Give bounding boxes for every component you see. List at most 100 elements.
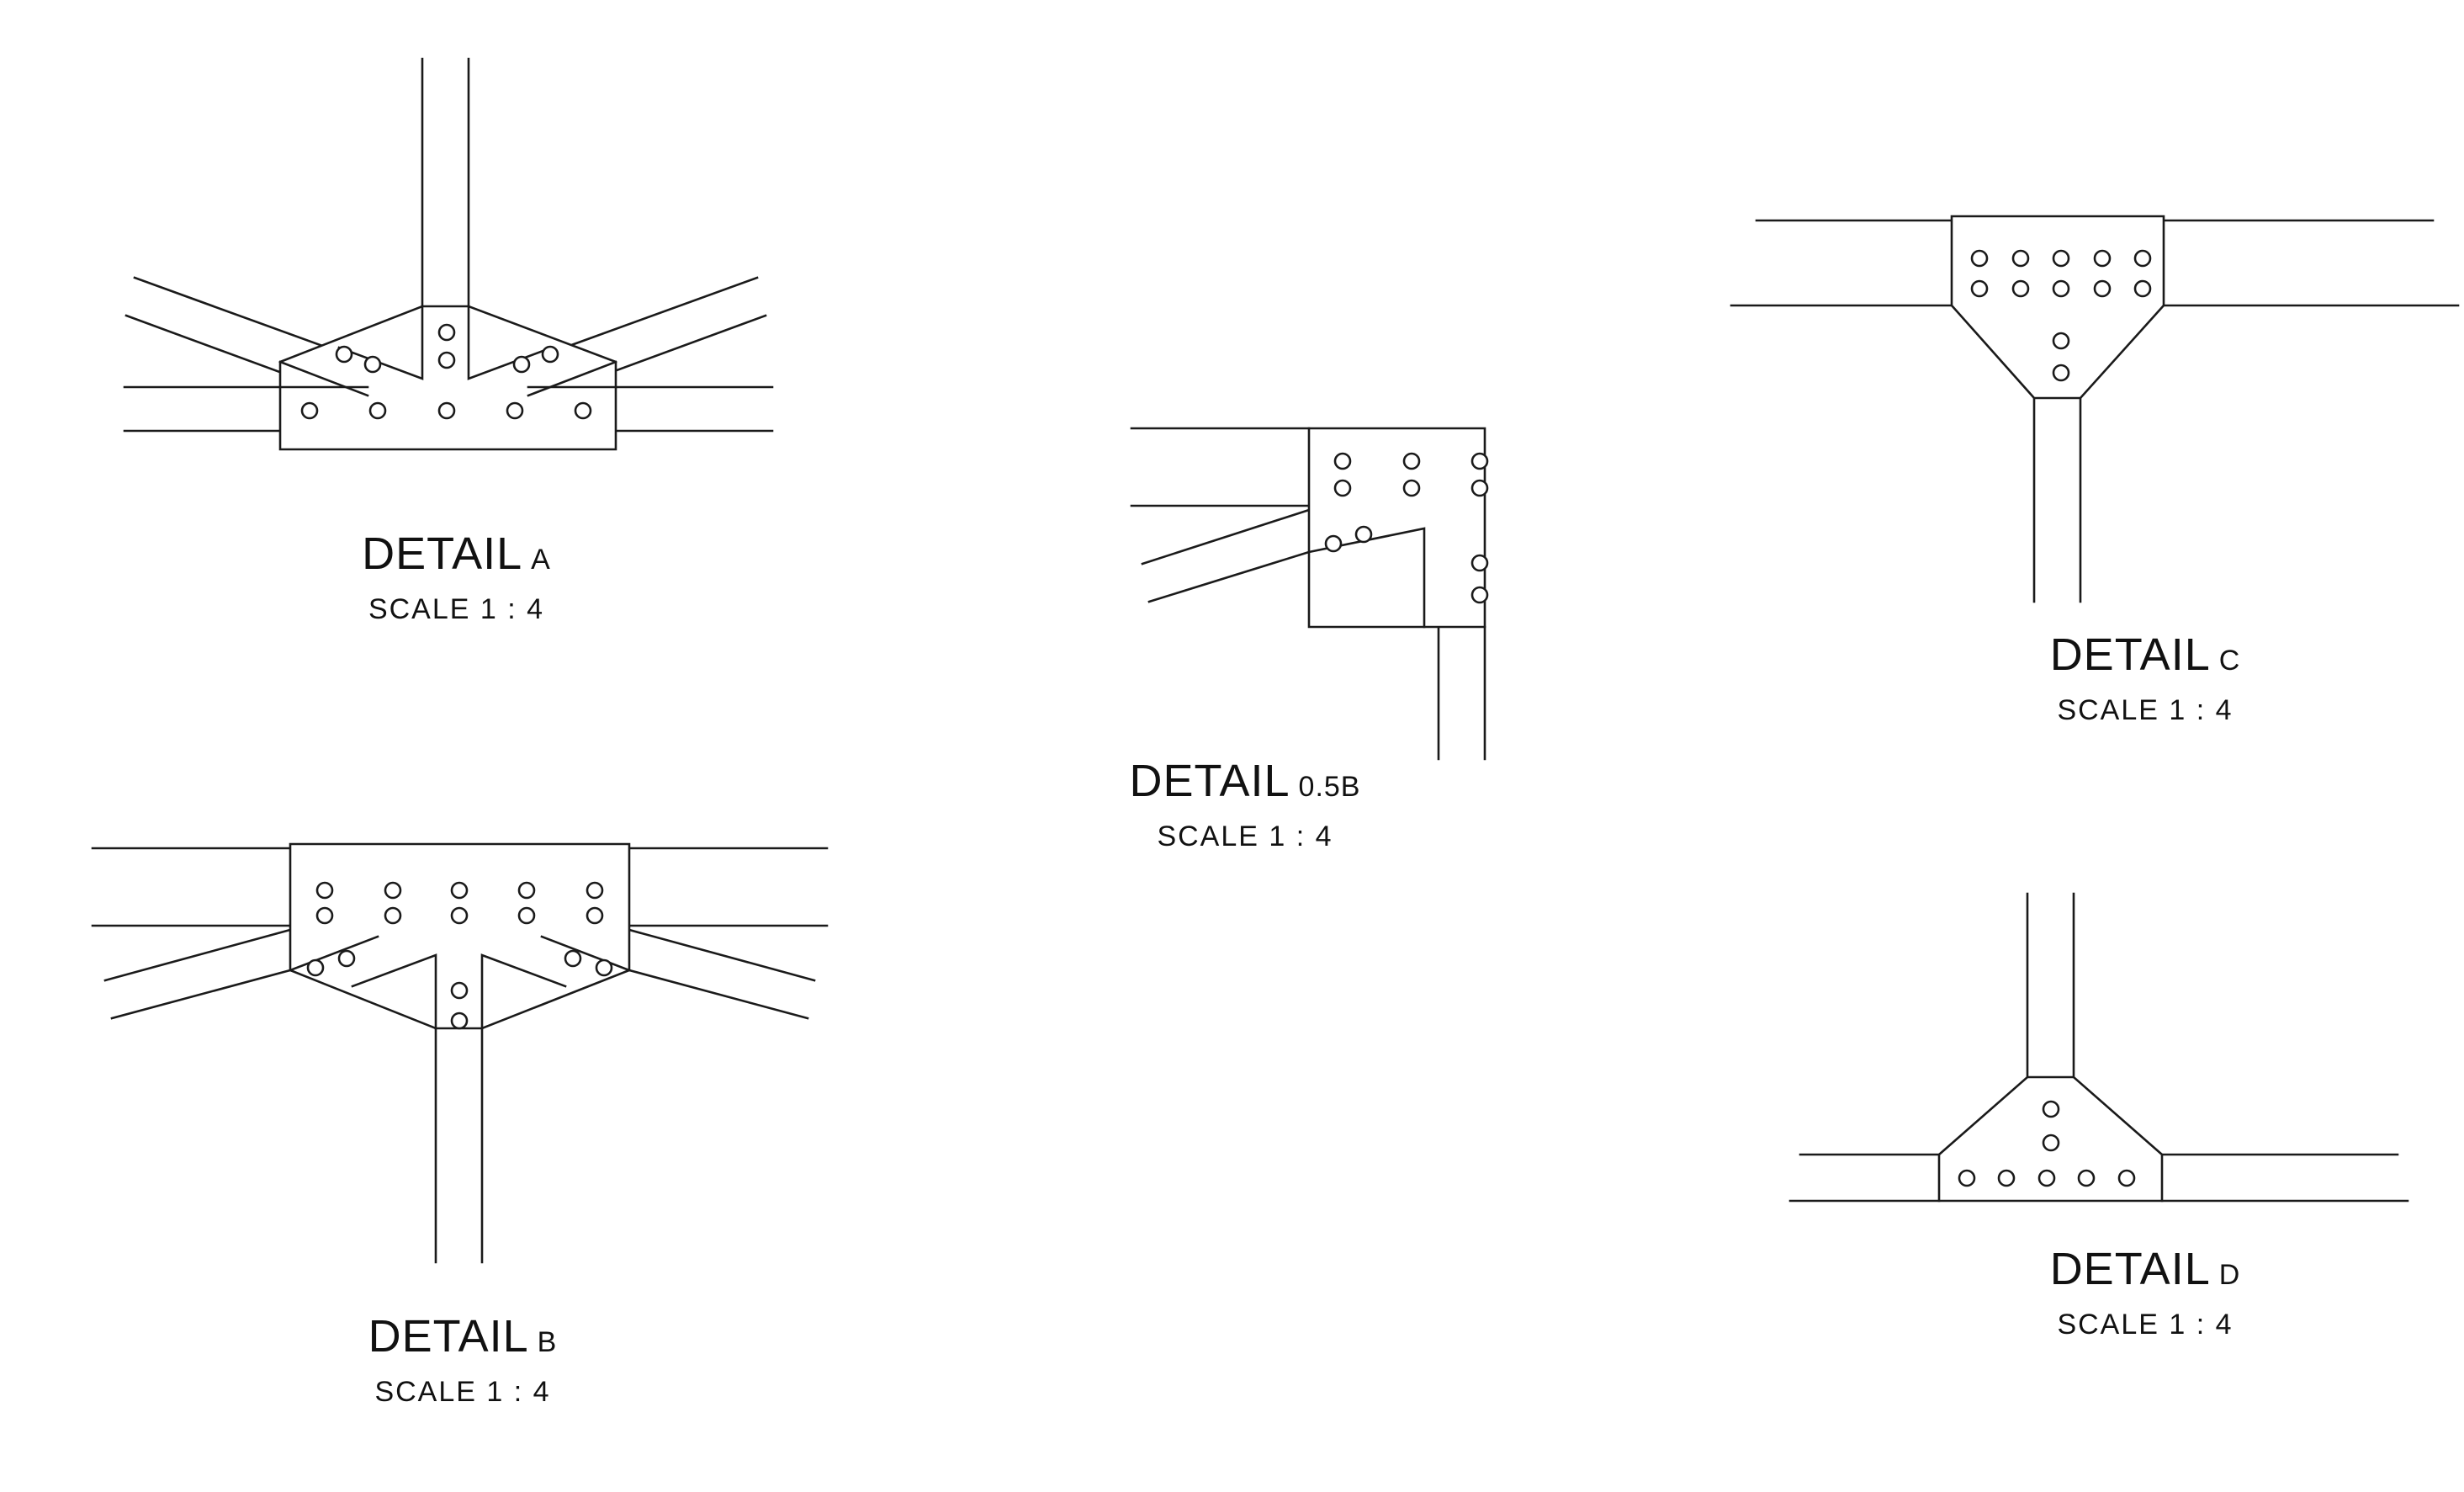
bolt-hole [2052, 249, 2070, 268]
bolt-hole [595, 958, 613, 977]
bolt-hole [506, 401, 524, 420]
bolt-hole [335, 345, 353, 364]
bolt-hole [586, 906, 604, 925]
bolt-hole [450, 906, 469, 925]
bolt-hole [1958, 1169, 1976, 1187]
bolt-hole [2011, 279, 2030, 298]
bolt-hole [1970, 279, 1989, 298]
detail-b-drawing [91, 842, 829, 1264]
bolt-hole [2052, 364, 2070, 382]
bolt-hole [586, 881, 604, 900]
notch-left-upper-b [289, 935, 379, 972]
detail-b-title: DETAIL [368, 1311, 529, 1362]
detail-d-drawing [1788, 892, 2409, 1203]
bolt-hole [1324, 534, 1343, 553]
detail-half-b-drawing [1130, 427, 1489, 761]
detail-half-b-reference: 0.5B [1298, 771, 1361, 803]
diagonal-member-lower-right-b [628, 969, 809, 1020]
bolt-hole [2093, 249, 2112, 268]
detail-a-title: DETAIL [362, 528, 523, 579]
bolt-hole [363, 355, 382, 374]
notch-left-a [337, 305, 424, 380]
bolt-hole [2093, 279, 2112, 298]
notch-right-upper-b [540, 935, 631, 972]
diagonal-member-upper-right-b [628, 928, 816, 982]
bolt-hole [1354, 525, 1373, 544]
bolt-hole [1333, 479, 1352, 497]
bolt-hole [368, 401, 387, 420]
bolt-hole [2042, 1100, 2060, 1118]
gusset-plate-c [1950, 215, 2165, 400]
diagonal-member-upper-left-b [103, 928, 292, 982]
gusset-plate-half-b [1307, 427, 1486, 629]
bolt-hole [306, 958, 325, 977]
bolt-hole [2077, 1169, 2096, 1187]
bolt-hole [517, 881, 536, 900]
bolt-hole [450, 881, 469, 900]
bolt-hole [1470, 554, 1489, 572]
bolt-hole [541, 345, 559, 364]
bolt-hole [2133, 249, 2152, 268]
detail-b-scale: SCALE 1 : 4 [374, 1375, 551, 1408]
detail-c-scale: SCALE 1 : 4 [2057, 693, 2233, 726]
bolt-hole [300, 401, 319, 420]
bolt-hole [450, 1011, 469, 1030]
bolt-hole [2042, 1134, 2060, 1152]
bolt-hole [1997, 1169, 2016, 1187]
detail-half-b-scale: SCALE 1 : 4 [1157, 820, 1333, 852]
bolt-hole [574, 401, 592, 420]
detail-a-scale: SCALE 1 : 4 [368, 592, 545, 625]
bolt-hole [517, 906, 536, 925]
detail-half-b-title: DETAIL [1129, 756, 1290, 806]
bolt-hole [450, 981, 469, 1000]
detail-d-title: DETAIL [2049, 1244, 2211, 1294]
detail-b-reference: B [537, 1326, 558, 1358]
diagonal-member-lower-left-b [110, 969, 292, 1020]
bolt-hole [1402, 479, 1421, 497]
bolt-hole [437, 401, 456, 420]
notch-triangle-half-b [1307, 527, 1426, 629]
detail-d-scale: SCALE 1 : 4 [2057, 1308, 2233, 1341]
bolt-hole [384, 881, 402, 900]
gusset-plate-b [289, 842, 631, 1030]
bolt-hole [564, 949, 582, 968]
detail-a-reference: A [531, 544, 551, 576]
bolt-hole [437, 323, 456, 342]
notch-right-b [480, 953, 567, 1030]
bolt-hole [2117, 1169, 2136, 1187]
notch-left-lower-a [278, 360, 369, 397]
diagonal-member-upper-half-b [1141, 508, 1311, 565]
bolt-hole [1470, 479, 1489, 497]
bolt-hole [337, 949, 356, 968]
detail-a-drawing [123, 57, 774, 451]
bolt-hole [2052, 279, 2070, 298]
bolt-hole [1970, 249, 1989, 268]
bolt-hole [512, 355, 531, 374]
bolt-hole [2037, 1169, 2056, 1187]
diagonal-member-lower-half-b [1147, 550, 1311, 603]
detail-d-reference: D [2218, 1259, 2241, 1291]
notch-right-lower-a [527, 360, 617, 397]
bolt-hole [384, 906, 402, 925]
bolt-hole [1470, 586, 1489, 604]
bolt-hole [1470, 452, 1489, 470]
bolt-hole [1333, 452, 1352, 470]
bolt-hole [437, 351, 456, 369]
detail-c-title: DETAIL [2049, 629, 2211, 680]
bolt-hole [315, 906, 334, 925]
bolt-hole [1402, 452, 1421, 470]
